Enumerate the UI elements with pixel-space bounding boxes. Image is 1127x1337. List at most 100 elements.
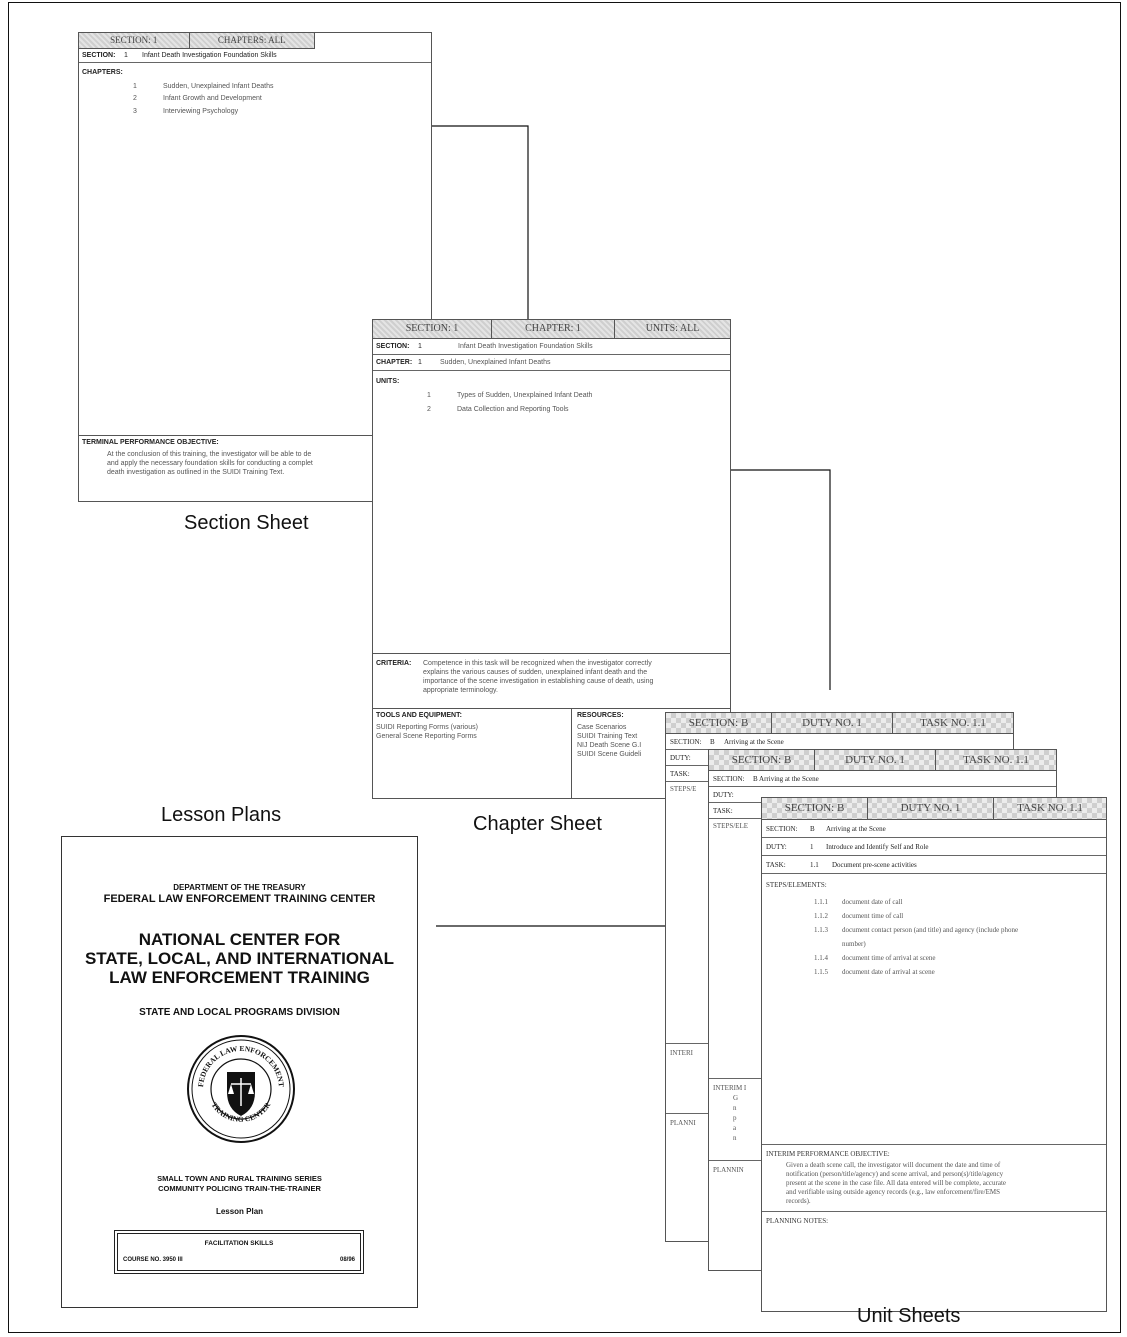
cover-course-no: COURSE NO. 3950 III [123,1257,183,1263]
step-num-5: 1.1.5 [814,968,828,976]
cover-date: 08/96 [339,1257,355,1263]
cover-fletc: FEDERAL LAW ENFORCEMENT TRAINING CENTER [103,893,376,905]
cover-division: STATE AND LOCAL PROGRAMS DIVISION [139,1007,340,1018]
cover-course-box: FACILITATION SKILLS COURSE NO. 3950 III … [114,1230,364,1274]
cover-lesson-plan: Lesson Plan [215,1207,264,1216]
unit-mid-header-section: SECTION: B [709,750,815,770]
chapter-sheet-section-num: 1 [418,343,422,350]
ipo-line-4: and verifiable using outside agency reco… [786,1188,1001,1196]
tool-2: General Scene Reporting Forms [376,733,477,740]
caption-lesson-plans: Lesson Plans [161,804,282,826]
unit-front-task-label: TASK: [766,860,786,869]
caption-unit-sheets: Unit Sheets [857,1305,961,1327]
section-sheet-section-row: SECTION: 1 Infant Death Investigation Fo… [79,49,431,63]
connector-chapter-to-units [693,469,831,690]
chapter-sheet-section-title: Infant Death Investigation Foundation Sk… [458,343,593,350]
unit-back-header-duty: DUTY NO. 1 [772,713,893,733]
unit-title-2: Data Collection and Reporting Tools [457,406,569,413]
section-sheet: SECTION: 1 CHAPTERS: ALL SECTION: 1 Infa… [78,32,432,502]
fletc-seal-icon: FEDERAL LAW ENFORCEMENT TRAINING CENTER [187,1035,295,1143]
unit-back-header-section: SECTION: B [666,713,772,733]
unit-front-task-title: Document pre-scene activities [832,860,917,869]
tools-label: TOOLS AND EQUIPMENT: [376,712,462,719]
unit-back-planning: PLANNI [670,1119,696,1127]
chapter-sheet-section-label: SECTION: [376,343,410,350]
criteria-line-2: explains the various causes of sudden, u… [423,669,648,676]
criteria-line-1: Competence in this task will be recogniz… [423,660,652,667]
unit-front-ipo-label: INTERIM PERFORMANCE OBJECTIVE: [766,1150,890,1158]
chapter-sheet-chapter-num: 1 [418,359,422,366]
unit-mid-steps: STEPS/ELE [713,822,749,830]
unit-num-2: 2 [427,406,431,413]
unit-front-section-row: SECTION: B Arriving at the Scene [762,820,1106,838]
section-title: Infant Death Investigation Foundation Sk… [142,52,277,59]
unit-title-1: Types of Sudden, Unexplained Infant Deat… [457,392,593,399]
step-text-3-cont: number) [842,940,866,948]
units-label: UNITS: [376,378,400,385]
unit-front-duty-label: DUTY: [766,842,787,851]
unit-mid-planning: PLANNIN [713,1166,744,1174]
chapter-num-3: 3 [133,108,137,115]
chapter-sheet-chapter-title: Sudden, Unexplained Infant Deaths [440,359,551,366]
caption-section-sheet: Section Sheet [184,512,309,534]
unit-front-section-num: B [810,824,815,833]
chapter-title-1: Sudden, Unexplained Infant Deaths [163,83,274,90]
step-text-1: document date of call [842,898,903,906]
resource-4: SUIDI Scene Guideli [577,751,642,758]
unit-front-duty-title: Introduce and Identify Self and Role [826,842,929,851]
section-number: 1 [124,52,128,59]
tpo-line-2: and apply the necessary foundation skill… [107,460,313,467]
unit-mid-interim: INTERIM I [713,1084,747,1092]
unit-front-section-label: SECTION: [766,824,798,833]
tools-resources-divider [571,708,572,798]
unit-back-interim: INTERI [670,1049,693,1057]
chapter-title-2: Infant Growth and Development [163,95,262,102]
unit-front-duty-row: DUTY: 1 Introduce and Identify Self and … [762,838,1106,856]
criteria-divider [373,653,730,654]
criteria-line-4: appropriate terminology. [423,687,498,694]
unit-front-header-task: TASK NO. 1.1 [1017,802,1083,814]
ipo-line-2: notification (person/title/agency) and s… [786,1170,1004,1178]
unit-front-ipo-divider [762,1144,1106,1145]
cover-dept: DEPARTMENT OF THE TREASURY [173,883,306,892]
tpo-line-1: At the conclusion of this training, the … [107,451,312,458]
caption-chapter-sheet: Chapter Sheet [473,813,602,835]
chapter-sheet-header-section: SECTION: 1 [373,320,492,338]
resources-label: RESOURCES: [577,712,624,719]
step-text-3: document contact person (and title) and … [842,926,1019,934]
chapter-sheet-header-chapter: CHAPTER: 1 [492,320,615,338]
criteria-label: CRITERIA: [376,660,412,667]
unit-mid-frag-4: a [733,1124,737,1132]
unit-front-task-row: TASK: 1.1 Document pre-scene activities [762,856,1106,874]
unit-mid-frag-5: n [733,1134,737,1142]
unit-mid-frag-1: G [733,1094,739,1102]
unit-front-header-duty: DUTY NO. 1 [868,798,994,819]
cover-series-2: COMMUNITY POLICING TRAIN-THE-TRAINER [158,1184,321,1193]
resource-3: NIJ Death Scene G.I [577,742,642,749]
step-text-4: document time of arrival at scene [842,954,936,962]
ipo-line-5: records). [786,1197,811,1205]
chapter-sheet-chapter-row: CHAPTER: 1 Sudden, Unexplained Infant De… [373,355,730,371]
chapters-label: CHAPTERS: [82,69,123,76]
unit-front-section-title: Arriving at the Scene [826,824,886,833]
unit-mid-frag-2: n [733,1104,737,1112]
step-text-5: document date of arrival at scene [842,968,935,976]
chapter-num-1: 1 [133,83,137,90]
unit-num-1: 1 [427,392,431,399]
unit-front-steps-label: STEPS/ELEMENTS: [766,881,827,889]
resource-2: SUIDI Training Text [577,733,638,740]
cover-title-2: STATE, LOCAL, AND INTERNATIONAL [84,949,395,968]
section-sheet-header-chapters: CHAPTERS: ALL [217,35,286,45]
ipo-line-3: present at the scene in the case file. A… [786,1179,1007,1187]
lesson-plan-cover: DEPARTMENT OF THE TREASURY FEDERAL LAW E… [61,836,418,1308]
step-num-4: 1.1.4 [814,954,828,962]
resource-1: Case Scenarios [577,724,627,731]
unit-sheet-front: SECTION: B DUTY NO. 1 TASK NO. 1.1 SECTI… [761,797,1107,1312]
step-num-3: 1.1.3 [814,926,828,934]
unit-mid-header-duty: DUTY NO. 1 [815,750,936,770]
unit-back-steps: STEPS/E [670,785,697,793]
step-num-2: 1.1.2 [814,912,828,920]
tool-1: SUIDI Reporting Forms (various) [376,724,478,731]
tpo-divider [79,435,431,436]
